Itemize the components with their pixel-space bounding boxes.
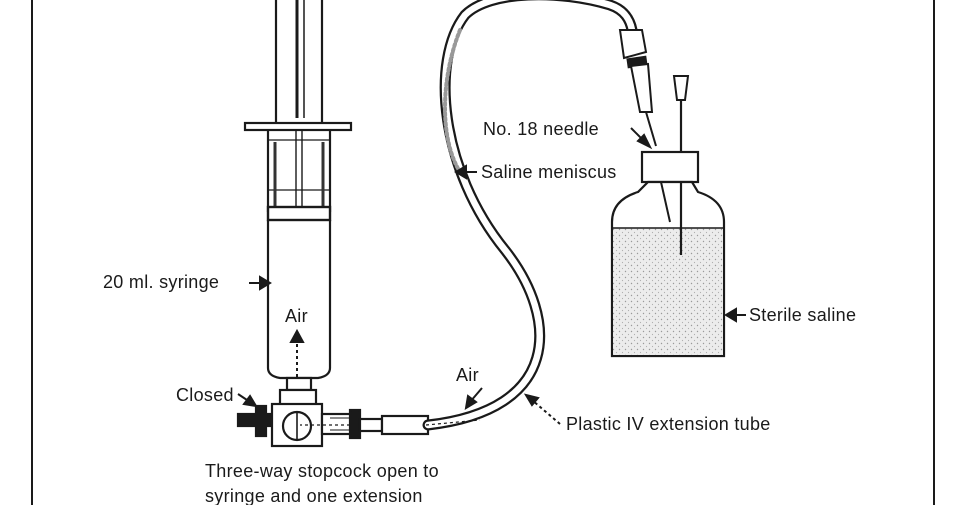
syringe xyxy=(243,0,353,392)
tube-air-label: Air xyxy=(456,365,479,385)
extension-tube xyxy=(422,0,638,431)
closed-label: Closed xyxy=(176,385,234,405)
tube-connector xyxy=(618,29,657,147)
needle-label: No. 18 needle xyxy=(483,119,599,139)
saline-bottle xyxy=(610,150,726,358)
extension-tube-label: Plastic IV extension tube xyxy=(566,414,771,434)
meniscus-label: Saline meniscus xyxy=(481,162,617,182)
syringe-label: 20 ml. syringe xyxy=(103,272,220,292)
stopcock xyxy=(236,388,430,448)
stopcock-caption-line2: syringe and one extension xyxy=(205,486,423,505)
stopcock-caption-line1: Three-way stopcock open to xyxy=(205,461,439,481)
label-arrows xyxy=(237,127,746,426)
syringe-air-label: Air xyxy=(285,306,308,326)
sterile-saline-label: Sterile saline xyxy=(749,305,857,325)
